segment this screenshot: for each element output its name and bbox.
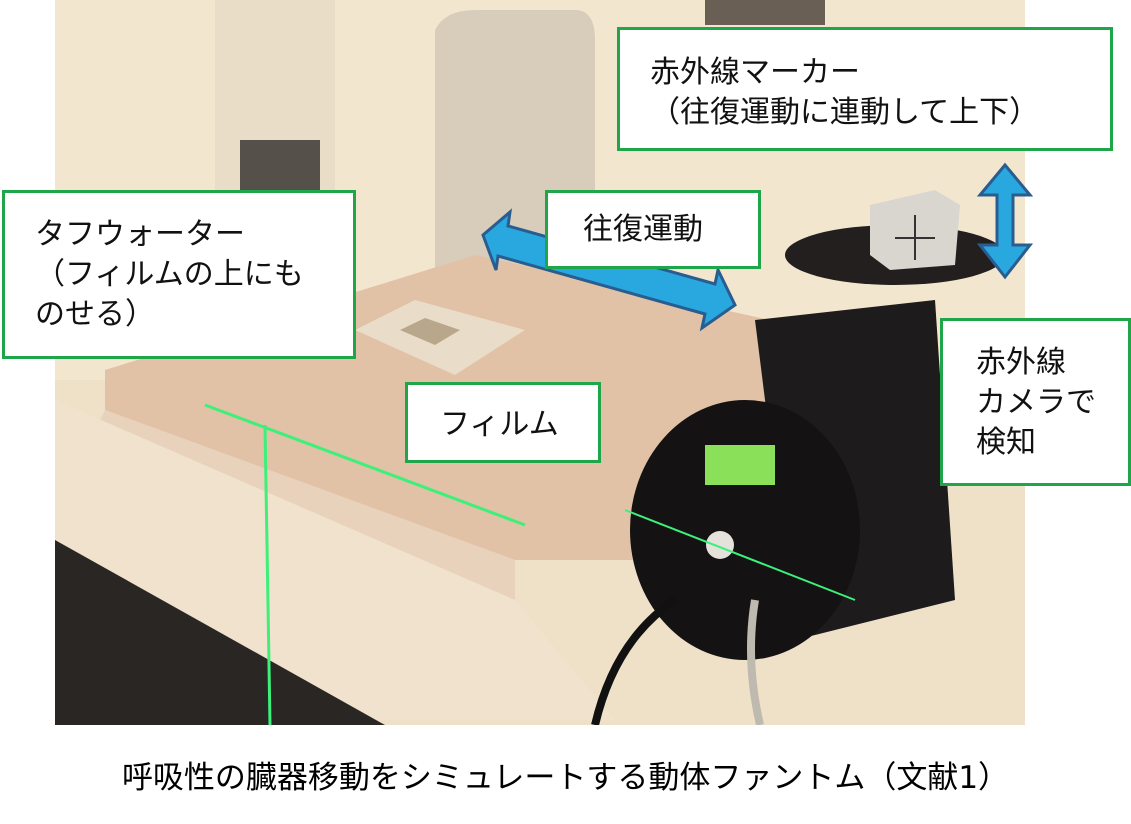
ir-marker-label: 赤外線マーカー （往復運動に連動して上下） <box>617 27 1113 151</box>
film-label: フィルム <box>405 382 601 463</box>
couch-rail <box>55 450 385 725</box>
lcd-display <box>705 445 775 485</box>
figure-caption: 呼吸性の臓器移動をシミュレートする動体ファントム（文献1） <box>121 760 1010 796</box>
reciprocating-label: 往復運動 <box>545 190 761 269</box>
tough-water-label: タフウォーター （フィルムの上にも のせる） <box>2 190 356 359</box>
ir-camera-label: 赤外線 カメラで 検知 <box>940 318 1131 486</box>
